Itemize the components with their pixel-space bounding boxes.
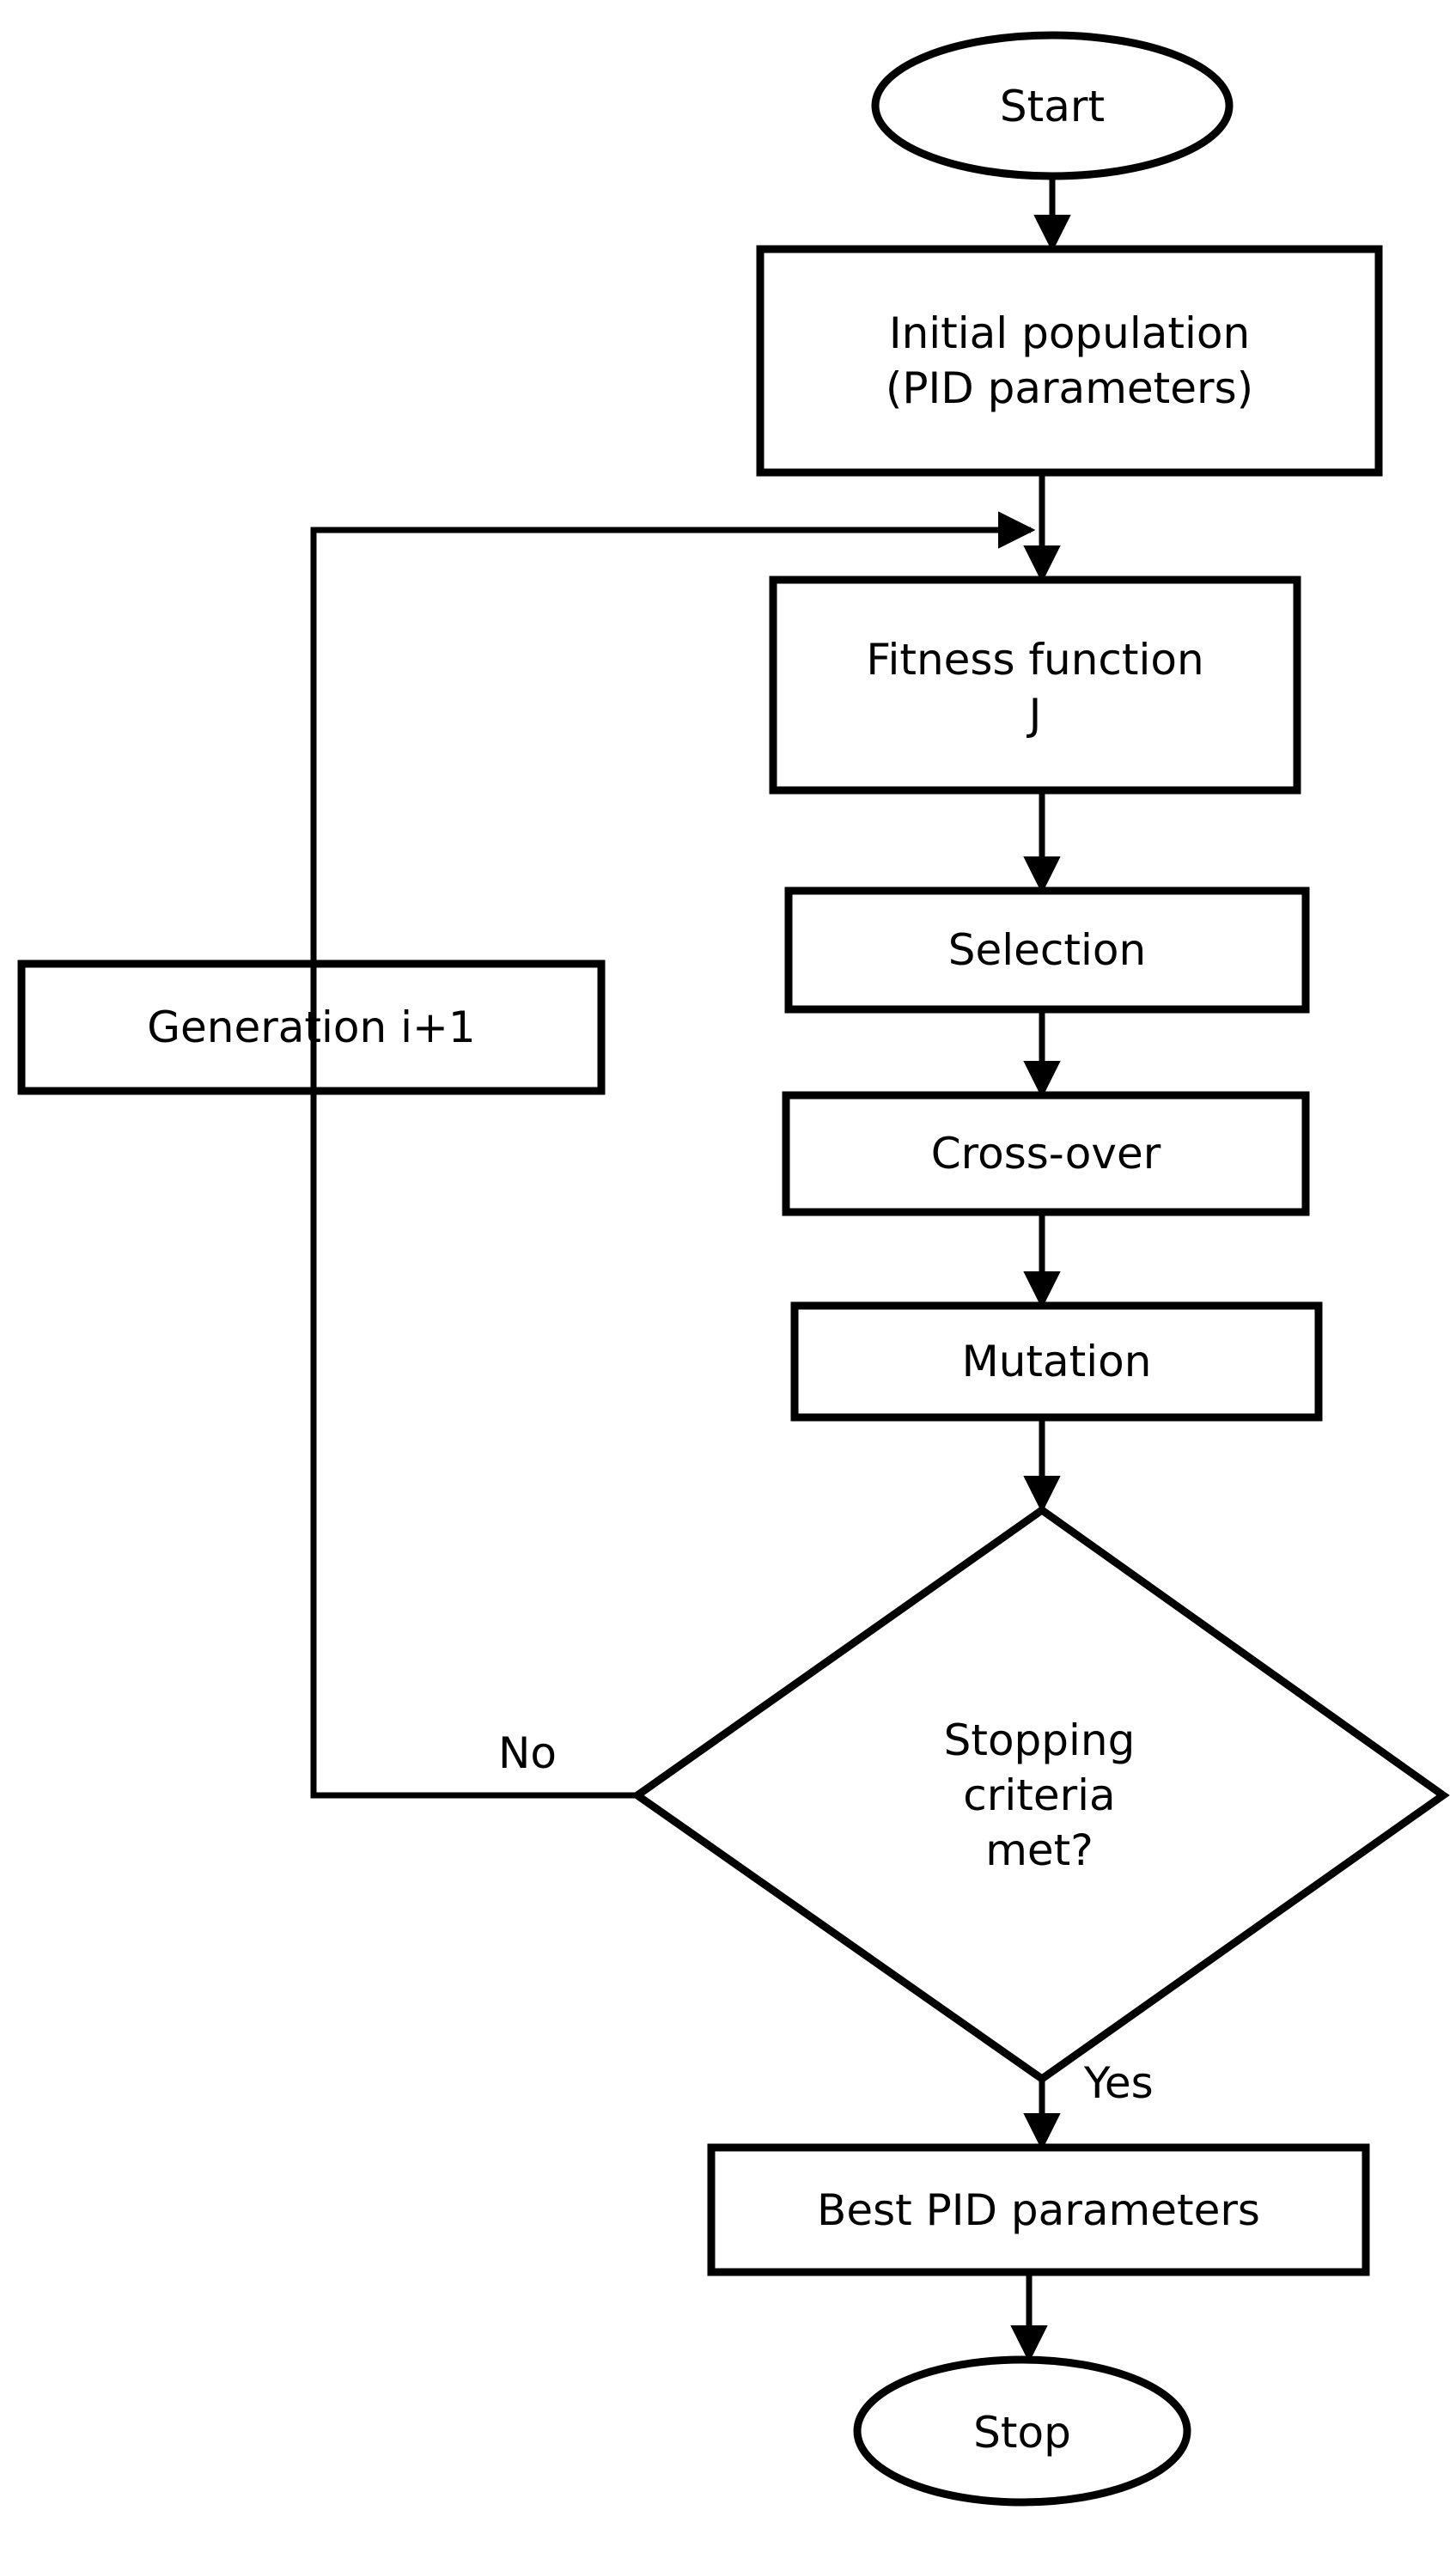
edge-decision-no-feedback [310, 511, 1036, 1799]
edge-label-no: No [498, 1728, 557, 1778]
node-fitness-function [769, 576, 1301, 795]
node-stop [853, 2355, 1191, 2507]
node-selection [784, 886, 1310, 1014]
node-decision-diamond [631, 1505, 1450, 2084]
node-start [871, 31, 1234, 180]
node-crossover [782, 1091, 1310, 1216]
node-best-pid-parameters [707, 2143, 1370, 2276]
node-initial-population [756, 245, 1383, 477]
node-mutation [790, 1301, 1323, 1422]
edge-label-yes: Yes [1084, 2058, 1154, 2108]
